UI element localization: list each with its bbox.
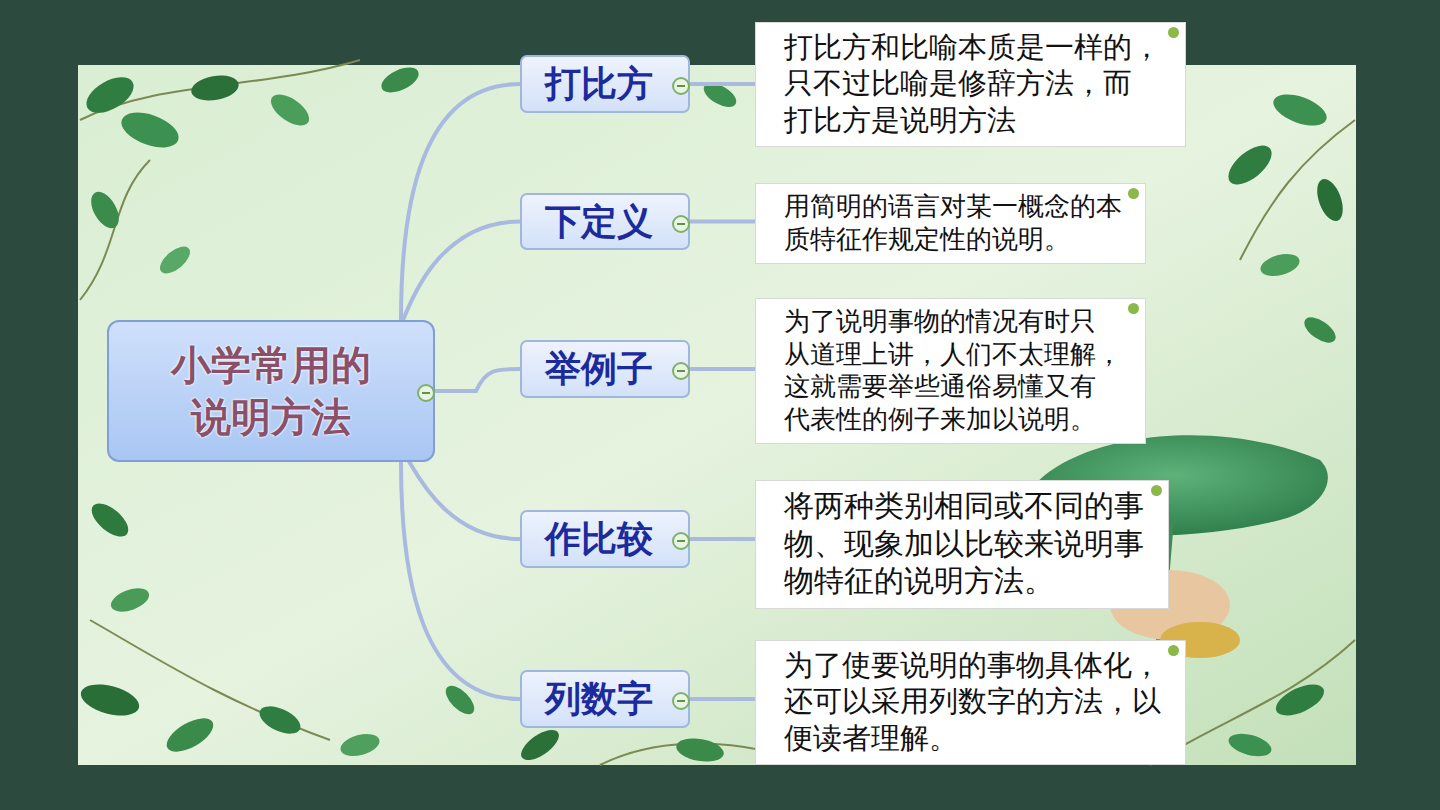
collapse-icon [672, 215, 690, 233]
connector [690, 82, 755, 86]
method-box: 作比较 [520, 510, 690, 568]
method-box: 举例子 [520, 340, 690, 398]
collapse-icon [672, 692, 690, 710]
connector [401, 222, 520, 323]
collapse-icon [672, 362, 690, 380]
description-box: 打比方和比喻本质是一样的， 只不过比喻是修辞方法，而 打比方是说明方法 [755, 22, 1186, 147]
connector [401, 462, 520, 699]
method-box: 列数字 [520, 670, 690, 728]
collapse-icon [417, 384, 435, 402]
description-text: 为了说明事物的情况有时只 从道理上讲，人们不太理解， 这就需要举些通俗易懂又有 … [784, 305, 1125, 435]
description-box: 将两种类别相同或不同的事 物、现象加以比较来说明事 物特征的说明方法。 [755, 480, 1169, 609]
connector [690, 220, 755, 224]
connector [401, 453, 520, 539]
method-box: 打比方 [520, 55, 690, 113]
method-box: 下定义 [520, 193, 690, 250]
method-label: 列数字 [545, 677, 653, 720]
corner-dot [1128, 188, 1139, 199]
leaves [77, 62, 1347, 765]
corner-dot [1168, 27, 1179, 38]
method-label: 打比方 [545, 62, 653, 105]
connector [690, 697, 755, 701]
vines [80, 60, 1355, 765]
description-box: 用简明的语言对某一概念的本 质特征作规定性的说明。 [755, 183, 1146, 264]
root-text: 小学常用的 说明方法 [158, 339, 384, 443]
description-text: 为了使要说明的事物具体化， 还可以采用列数字的方法，以 便读者理解。 [784, 647, 1165, 756]
corner-dot [1168, 645, 1179, 656]
method-label: 下定义 [545, 200, 653, 243]
connector [690, 537, 755, 541]
picture-panel [78, 65, 1356, 765]
collapse-icon [672, 77, 690, 95]
connector [690, 367, 755, 371]
description-box: 为了使要说明的事物具体化， 还可以采用列数字的方法，以 便读者理解。 [755, 640, 1186, 765]
method-label: 举例子 [545, 347, 653, 390]
root-box: 小学常用的 说明方法 [107, 320, 435, 462]
description-text: 将两种类别相同或不同的事 物、现象加以比较来说明事 物特征的说明方法。 [784, 487, 1148, 600]
corner-dot [1128, 303, 1139, 314]
corner-dot [1151, 485, 1162, 496]
collapse-icon [672, 532, 690, 550]
method-label: 作比较 [545, 517, 653, 560]
description-text: 用简明的语言对某一概念的本 质特征作规定性的说明。 [784, 190, 1125, 255]
connector [431, 369, 520, 391]
description-box: 为了说明事物的情况有时只 从道理上讲，人们不太理解， 这就需要举些通俗易懂又有 … [755, 298, 1146, 444]
description-text: 打比方和比喻本质是一样的， 只不过比喻是修辞方法，而 打比方是说明方法 [784, 29, 1165, 138]
